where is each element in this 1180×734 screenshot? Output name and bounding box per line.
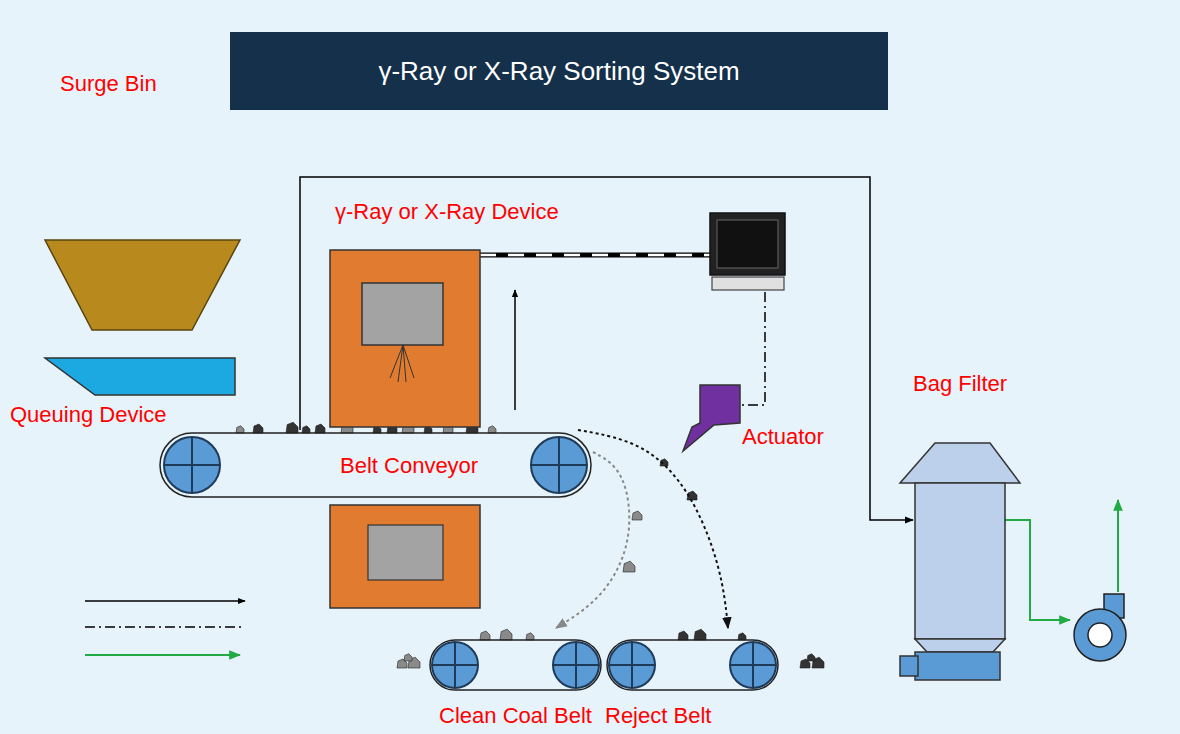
ray-beam [403,345,414,378]
suction-duct [514,290,516,410]
pulley [553,642,599,688]
exhaust-fan [1074,594,1126,661]
signal-cable [480,253,710,258]
filter-body [915,483,1005,639]
filter-hopper [915,639,1005,652]
filter-base [915,652,1000,680]
coal-pieces [236,422,824,668]
pulley [164,437,220,493]
detector-window [362,283,443,345]
exhaust-fan [1088,623,1112,647]
coal-piece [488,426,496,433]
signal-cable [480,255,710,256]
computer-monitor [712,277,784,290]
reject-belt: Reject Belt [605,628,780,732]
belt-loop [607,640,778,690]
computer-monitor [710,213,785,275]
lower-detector [368,525,443,580]
belt-conveyor: Belt Conveyor [158,430,593,500]
pulley [531,437,587,493]
coal-piece [302,426,310,433]
legend-samples [85,601,245,655]
coal-piece [694,629,706,640]
node-label: Surge Bin [60,72,157,96]
detector-housing [330,250,480,427]
coal-piece [738,633,746,640]
node-label: Actuator [742,425,824,449]
pulley-cross [631,642,633,688]
coal-piece [315,424,325,433]
belt-loop [430,640,601,690]
coal-piece [632,511,642,520]
pulley-cross [575,642,577,688]
node-label: Belt Conveyor [340,454,478,478]
coal-piece [236,426,244,433]
exhaust-fan [1074,609,1126,661]
node-outline [40,68,245,333]
coal-piece [678,631,688,640]
actuator: Actuator [678,383,838,455]
node-label: Queuing Device [10,403,167,427]
node-label: Clean Coal Belt [439,704,592,728]
coal-piece [480,631,490,640]
flow-connector [578,430,728,628]
coal-piece [286,422,298,433]
feeder-shape [45,358,235,395]
title-text: γ-Ray or X-Ray Sorting System [378,56,739,87]
pulley [432,642,478,688]
node-outline [913,370,1023,682]
flow-connector [300,177,913,520]
surge-bin: Surge Bin [40,68,245,333]
pulley-cross [752,642,754,688]
signal-cable [480,254,710,257]
legend-samples [85,600,245,602]
pulley [730,642,776,688]
control-signal [742,292,765,405]
coal-piece [807,654,815,661]
bin-shape [45,240,240,330]
filter-motor [900,656,918,676]
coal-piece [404,654,412,661]
node-label: Bag Filter [913,372,1007,396]
exhaust-line [1117,500,1119,592]
ray-beam [398,345,403,382]
node-label: Reject Belt [605,704,711,728]
ray-device: γ-Ray or X-Ray Device [330,198,615,427]
coal-piece [526,633,534,640]
node-label: γ-Ray or X-Ray Device [335,200,559,224]
title-bar: γ-Ray or X-Ray Sorting System [230,32,888,110]
pulley [609,642,655,688]
pulley-cross [454,642,456,688]
exhaust-line [1005,500,1118,620]
legend-samples [85,654,240,656]
computer-monitor [717,220,778,268]
bag-filter: Bag Filter [913,370,1023,682]
pulley-cross [191,437,193,493]
coal-piece [253,424,263,433]
legend-samples [85,626,245,628]
actuator-shape [683,385,740,451]
pulley-cross [558,437,560,493]
exhaust-line [1005,520,1070,620]
node-outline [330,198,615,427]
suction-duct [515,290,516,410]
coal-piece [623,561,635,572]
belt-loop [160,433,591,497]
coal-piece [500,629,512,640]
lower-detector [330,505,480,608]
computer-monitor [710,213,785,290]
lower-detector [330,505,480,608]
queuing-device: Queuing Device [8,356,240,432]
control-signal [742,292,765,405]
clean-coal-belt: Clean Coal Belt [428,628,603,732]
filter-cap [900,443,1020,483]
